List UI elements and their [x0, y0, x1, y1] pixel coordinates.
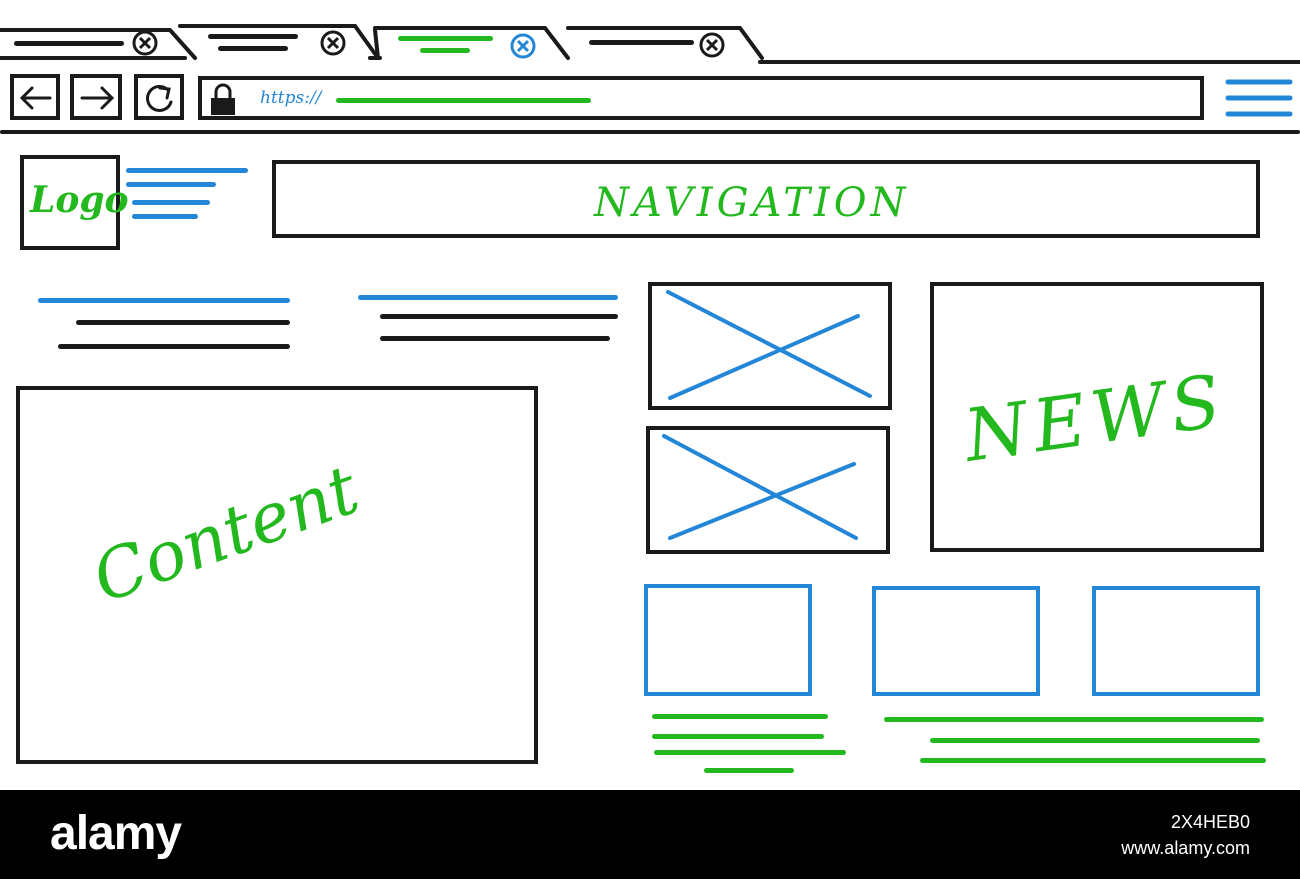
news-box[interactable]: NEWS — [930, 282, 1264, 552]
url-protocol: https:// — [260, 88, 322, 108]
browser-tab-1[interactable] — [0, 30, 185, 58]
content-area: Content — [16, 386, 538, 764]
tab-title-placeholder — [208, 34, 298, 39]
caption-placeholder — [920, 758, 1266, 763]
heading-placeholder — [358, 295, 618, 300]
thumbnail-card[interactable] — [872, 586, 1040, 696]
thumbnail-card[interactable] — [644, 584, 812, 696]
navigation-label: NAVIGATION — [594, 180, 910, 226]
navigation-bar[interactable]: NAVIGATION — [272, 160, 1260, 238]
caption-placeholder — [704, 768, 794, 773]
news-label: NEWS — [959, 358, 1232, 478]
browser-tab-active[interactable] — [380, 28, 560, 60]
tab-strip — [0, 24, 1300, 64]
hamburger-menu-icon — [1225, 79, 1293, 117]
text-placeholder — [58, 344, 290, 349]
address-bar[interactable]: https:// — [198, 76, 1204, 120]
tab-title-placeholder — [398, 36, 493, 41]
watermark-banner — [0, 790, 1300, 879]
watermark-site: www.alamy.com — [1121, 838, 1250, 858]
forward-arrow-icon — [80, 86, 115, 110]
text-placeholder — [76, 320, 290, 325]
tab-title-placeholder — [589, 40, 694, 45]
back-arrow-icon — [19, 86, 52, 110]
site-tagline-line — [126, 168, 248, 173]
close-icon[interactable] — [697, 30, 727, 60]
chrome-divider — [0, 130, 1300, 134]
close-icon[interactable] — [130, 28, 160, 58]
logo-label: Logo — [30, 179, 129, 221]
caption-placeholder — [652, 734, 824, 739]
caption-placeholder — [884, 717, 1264, 722]
watermark-logo: alamy — [50, 807, 182, 860]
forward-button[interactable] — [70, 74, 122, 120]
url-placeholder — [336, 98, 591, 103]
tab-title-placeholder — [420, 48, 470, 53]
site-tagline-line — [132, 200, 210, 205]
reload-icon — [146, 85, 173, 112]
watermark-image-id: 2X4HEB0 — [1170, 812, 1250, 832]
close-icon[interactable] — [508, 31, 538, 61]
close-icon[interactable] — [318, 28, 348, 58]
logo-box[interactable]: Logo — [20, 155, 129, 250]
caption-placeholder — [930, 738, 1260, 743]
site-tagline-line — [126, 182, 216, 187]
tab-title-placeholder — [218, 46, 288, 51]
reload-button[interactable] — [134, 74, 184, 120]
browser-tab-2[interactable] — [190, 26, 370, 58]
image-placeholder[interactable] — [648, 282, 892, 410]
site-tagline-line — [132, 214, 198, 219]
image-placeholder-icon — [666, 290, 872, 400]
image-placeholder-icon — [662, 434, 858, 540]
thumbnail-card[interactable] — [1092, 586, 1260, 696]
text-placeholder — [380, 314, 618, 319]
content-label: Content — [82, 450, 369, 619]
back-button[interactable] — [10, 74, 60, 120]
image-placeholder[interactable] — [646, 426, 890, 554]
lock-icon — [211, 83, 235, 115]
browser-tab-4[interactable] — [575, 28, 755, 60]
heading-placeholder — [38, 298, 290, 303]
tab-title-placeholder — [14, 41, 124, 46]
caption-placeholder — [654, 750, 846, 755]
browser-chrome: https:// — [0, 0, 1300, 140]
menu-button[interactable] — [1222, 76, 1294, 120]
caption-placeholder — [652, 714, 828, 719]
text-placeholder — [380, 336, 610, 341]
